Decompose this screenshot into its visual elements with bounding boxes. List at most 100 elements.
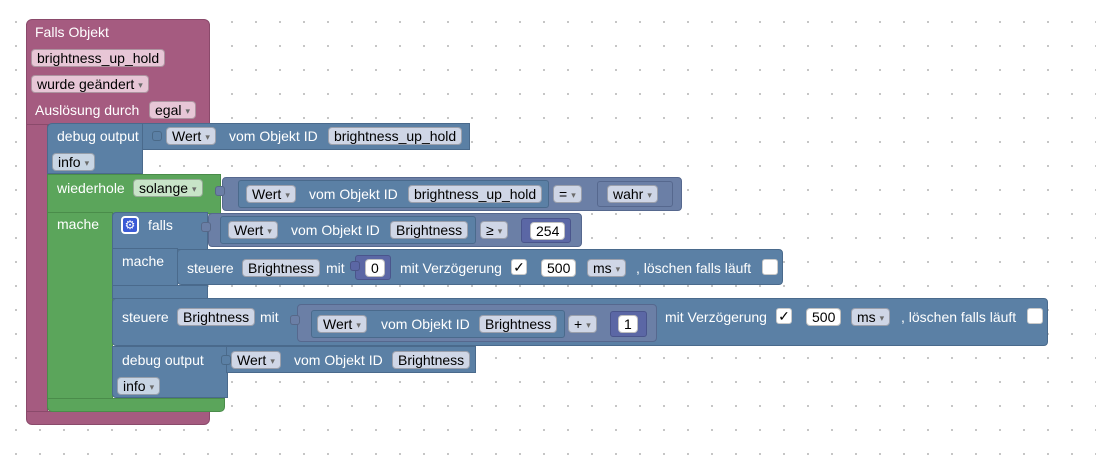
loop-block-left-arm[interactable] [47,212,113,402]
if-block-bottom[interactable] [112,285,208,299]
debug1-value-type-dropdown[interactable]: Wert▾ [166,127,216,145]
event-block-bottom[interactable] [26,411,210,425]
debug1-value-type: Wert [172,128,202,144]
if-set-label: steuere [187,260,234,276]
event-trigger-by-label: Auslösung durch [35,102,140,118]
if-block-left-arm[interactable] [112,248,178,288]
set2-expr-value-type-dropdown[interactable]: Wert▾ [317,315,367,333]
debug2-value-type: Wert [237,352,267,368]
loop-cond-from-label: vom Objekt ID [309,186,398,202]
connector-notch [290,315,300,325]
loop-cond-bool-value: wahr [613,186,644,202]
connector-notch [221,355,231,365]
if-set-delay-label: mit Verzögerung [400,260,502,276]
loop-cond-operator: = [559,186,568,202]
if-set-object-id-field[interactable]: Brightness [242,259,321,277]
event-trigger-by-value: egal [155,102,182,118]
set2-clear-checkbox[interactable] [1027,308,1043,324]
if-set-with-label: mit [326,260,345,276]
if-cond-operator-dropdown[interactable]: ≥▾ [480,221,509,239]
chevron-down-icon: ▾ [84,158,90,168]
chevron-down-icon: ▾ [270,356,275,366]
loop-block-bottom[interactable] [47,398,225,412]
loop-cond-object-id-field[interactable]: brightness_up_hold [408,185,543,203]
set2-expr-operator: + [574,316,583,332]
debug1-object-id-field[interactable]: brightness_up_hold [328,127,463,145]
debug-output-label-1: debug output [57,128,139,144]
connector-notch [215,186,225,196]
set2-object-id: Brightness [183,309,250,325]
chevron-down-icon: ▾ [192,184,197,194]
if-set-value: 0 [371,260,379,276]
set2-object-id-field[interactable]: Brightness [177,308,256,326]
gear-icon[interactable]: ⚙ [121,216,139,234]
if-cond-number: 254 [536,223,560,239]
debug2-level-dropdown[interactable]: info▾ [117,377,161,395]
event-trigger-dropdown[interactable]: wurde geändert▾ [31,75,149,93]
if-cond-number-input[interactable]: 254 [530,222,566,240]
if-cond-from-label: vom Objekt ID [291,222,380,238]
set2-delay: 500 [812,309,836,325]
chevron-down-icon: ▾ [586,320,591,330]
if-set-object-id: Brightness [248,260,315,276]
if-cond-value-type-dropdown[interactable]: Wert▾ [228,221,278,239]
chevron-down-icon: ▾ [267,226,272,236]
event-object-id-field[interactable]: brightness_up_hold [31,49,166,67]
debug1-level: info [58,154,81,170]
set2-expr-number: 1 [624,316,632,332]
connector-notch [201,222,211,232]
debug2-from-label: vom Objekt ID [294,352,383,368]
set2-expr-operator-dropdown[interactable]: +▾ [568,315,597,333]
chevron-down-icon: ▾ [615,264,621,274]
chevron-down-icon: ▾ [497,226,503,236]
set2-expr-from-label: vom Objekt ID [381,316,470,332]
loop-cond-bool-dropdown[interactable]: wahr▾ [607,185,658,203]
debug1-object-id: brightness_up_hold [334,128,457,144]
event-block-left-arm[interactable] [26,124,48,414]
set2-unit-dropdown[interactable]: ms▾ [851,308,891,326]
set2-delay-label: mit Verzögerung [665,309,767,325]
set2-unit: ms [857,309,876,325]
if-set-clear-label: , löschen falls läuft [636,260,752,276]
event-title: Falls Objekt [35,24,109,40]
debug-output-label-2: debug output [122,352,204,368]
debug2-object-id: Brightness [398,352,465,368]
set2-label: steuere [122,309,169,325]
chevron-down-icon: ▾ [185,106,190,116]
loop-cond-value-type-dropdown[interactable]: Wert▾ [246,185,296,203]
chevron-down-icon: ▾ [205,132,210,142]
if-label: falls [148,217,173,233]
set2-with-label: mit [260,309,279,325]
loop-do-label: mache [57,216,100,232]
debug1-level-dropdown[interactable]: info▾ [52,153,96,171]
set2-expr-object-id-field[interactable]: Brightness [479,315,558,333]
if-set-delay-input[interactable]: 500 [541,259,577,277]
if-set-value-input[interactable]: 0 [365,259,385,277]
chevron-down-icon: ▾ [149,382,155,392]
if-set-clear-checkbox[interactable] [762,259,778,275]
if-set-unit-dropdown[interactable]: ms▾ [587,259,627,277]
debug2-level: info [123,378,146,394]
if-set-delay-checkbox[interactable]: ✓ [511,259,527,275]
if-cond-object-id-field[interactable]: Brightness [390,221,469,239]
connector-notch [152,131,162,141]
set2-expr-number-input[interactable]: 1 [618,315,638,333]
event-trigger-by-dropdown[interactable]: egal▾ [149,101,196,119]
loop-cond-operator-dropdown[interactable]: =▾ [553,185,582,203]
if-cond-operator: ≥ [486,222,494,238]
set2-expr-object-id: Brightness [485,316,552,332]
set2-delay-input[interactable]: 500 [806,308,842,326]
connector-notch [350,261,360,271]
loop-mode-dropdown[interactable]: solange▾ [133,179,203,197]
set2-clear-label: , löschen falls läuft [901,309,1017,325]
set2-expr-value-type: Wert [323,316,353,332]
debug2-value-type-dropdown[interactable]: Wert▾ [231,351,281,369]
loop-cond-value-type: Wert [252,186,282,202]
if-cond-value-type: Wert [234,222,264,238]
debug2-object-id-field[interactable]: Brightness [392,351,471,369]
if-cond-object-id: Brightness [396,222,463,238]
set2-delay-checkbox[interactable]: ✓ [776,308,792,324]
debug1-from-label: vom Objekt ID [229,128,318,144]
event-object-id: brightness_up_hold [37,50,160,66]
